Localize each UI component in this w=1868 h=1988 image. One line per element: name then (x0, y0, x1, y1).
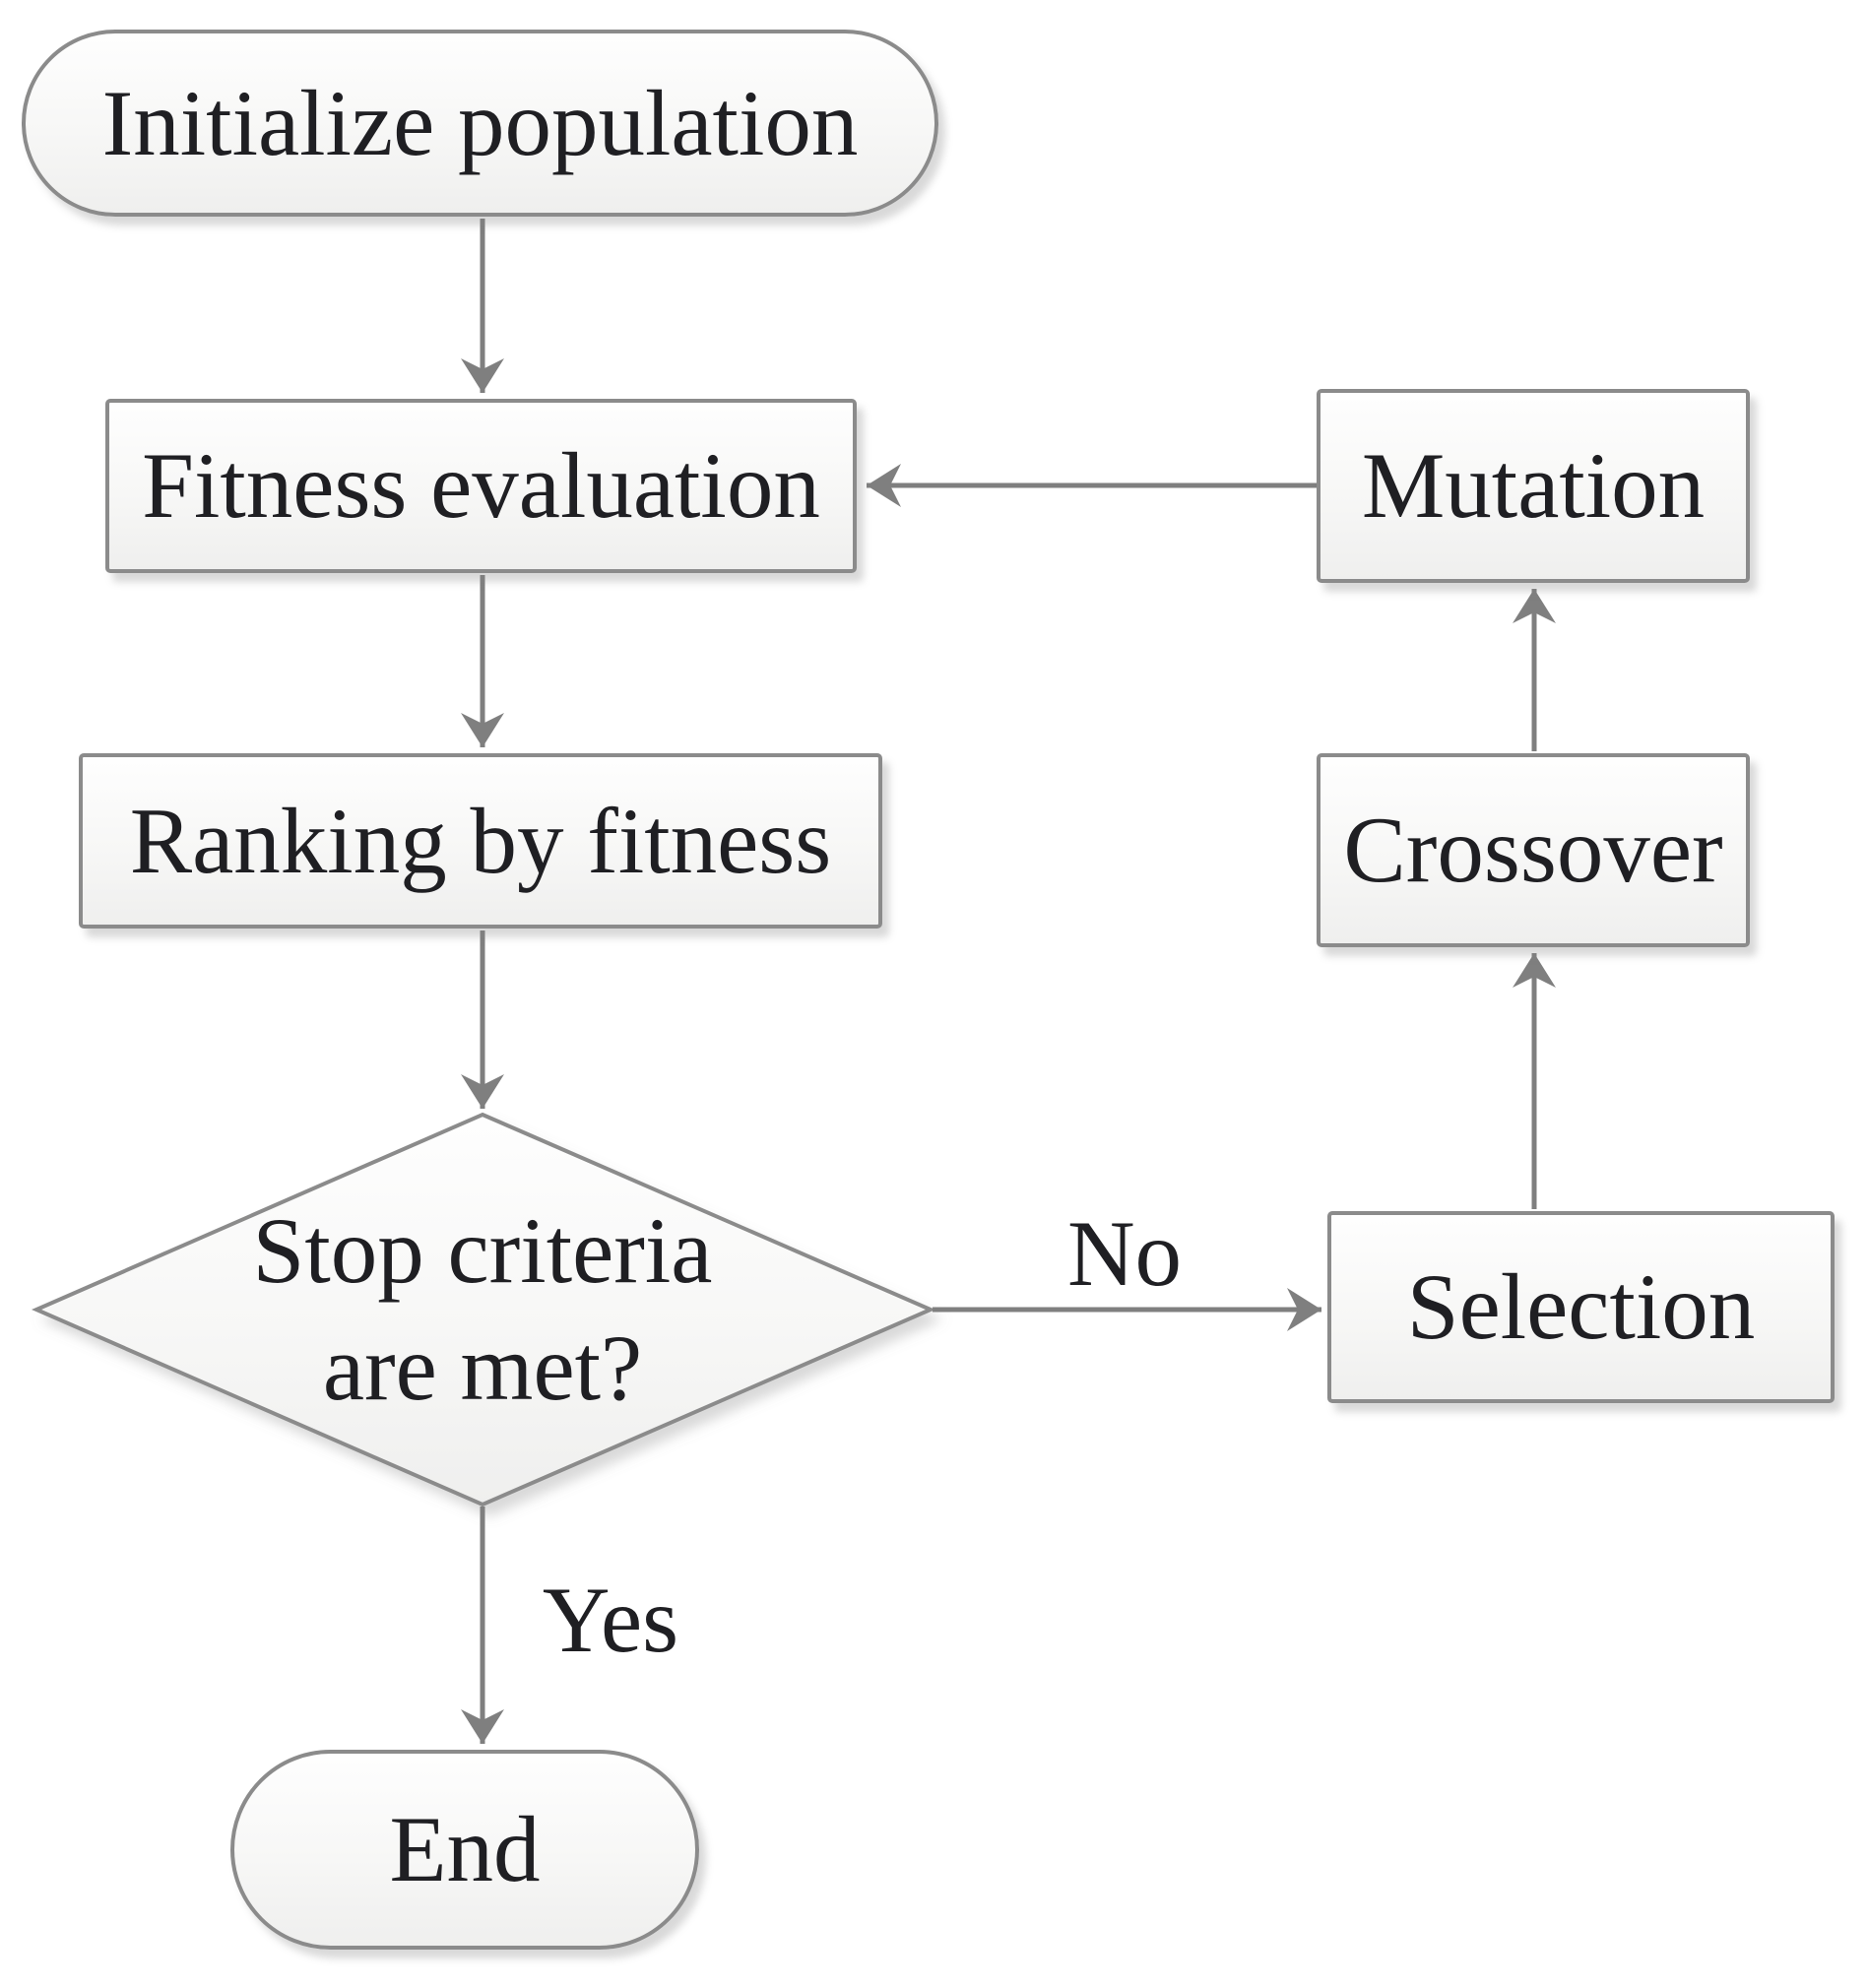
node-selection-label: Selection (1406, 1254, 1756, 1360)
node-fitness-evaluation-label: Fitness evaluation (142, 433, 820, 539)
node-end-label: End (389, 1797, 541, 1902)
node-mutation-label: Mutation (1361, 433, 1706, 539)
node-initialize-population: Initialize population (22, 30, 938, 217)
node-crossover-label: Crossover (1343, 798, 1723, 903)
node-mutation: Mutation (1317, 389, 1750, 583)
decision-diamond-shape (32, 1112, 936, 1507)
node-fitness-evaluation: Fitness evaluation (105, 399, 857, 573)
node-end: End (230, 1750, 699, 1950)
node-stop-criteria-decision-label: Stop criteria are met? (252, 1198, 713, 1420)
node-initialize-population-label: Initialize population (101, 70, 859, 175)
edge-label-yes: Yes (542, 1568, 679, 1672)
edge-label-no: No (1066, 1201, 1183, 1306)
node-ranking-by-fitness: Ranking by fitness (79, 753, 882, 929)
node-ranking-by-fitness-label: Ranking by fitness (129, 788, 832, 893)
node-crossover: Crossover (1317, 753, 1750, 947)
node-selection: Selection (1327, 1211, 1835, 1403)
